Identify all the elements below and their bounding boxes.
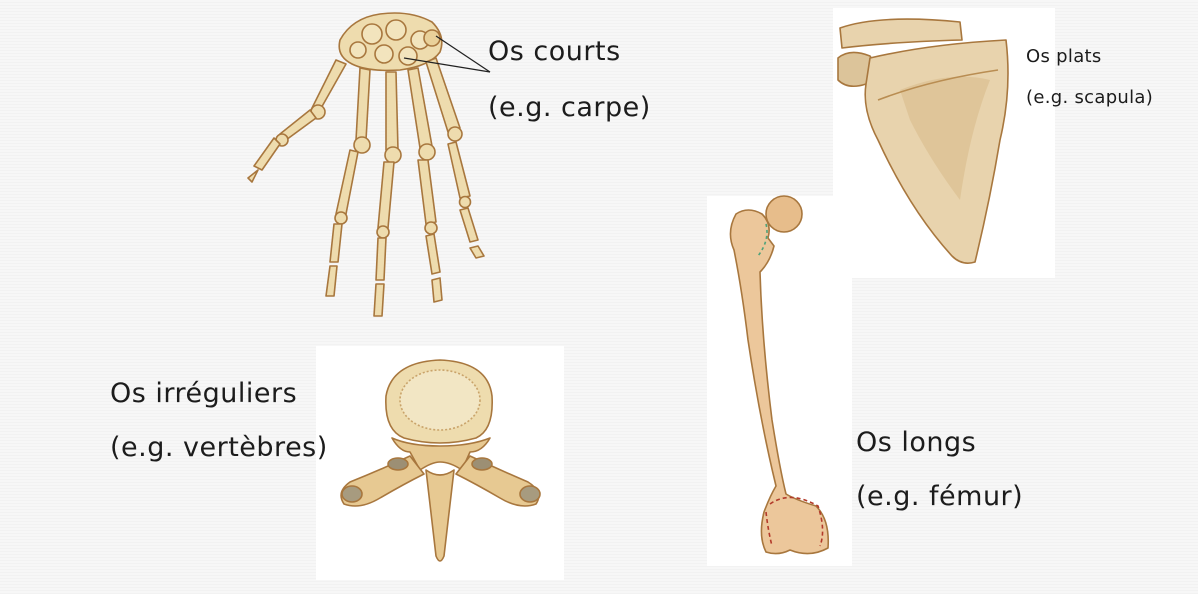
long-bones-example: (e.g. fémur) bbox=[856, 481, 1023, 512]
flat-bones-example: (e.g. scapula) bbox=[1026, 87, 1153, 108]
irregular-bones-label: Os irréguliers bbox=[110, 378, 297, 409]
flat-bones-label: Os plats bbox=[1026, 46, 1102, 67]
short-bones-label: Os courts bbox=[488, 36, 621, 67]
long-bones-label: Os longs bbox=[856, 427, 976, 458]
irregular-bones-example: (e.g. vertèbres) bbox=[110, 432, 328, 463]
short-bones-example: (e.g. carpe) bbox=[488, 92, 651, 123]
